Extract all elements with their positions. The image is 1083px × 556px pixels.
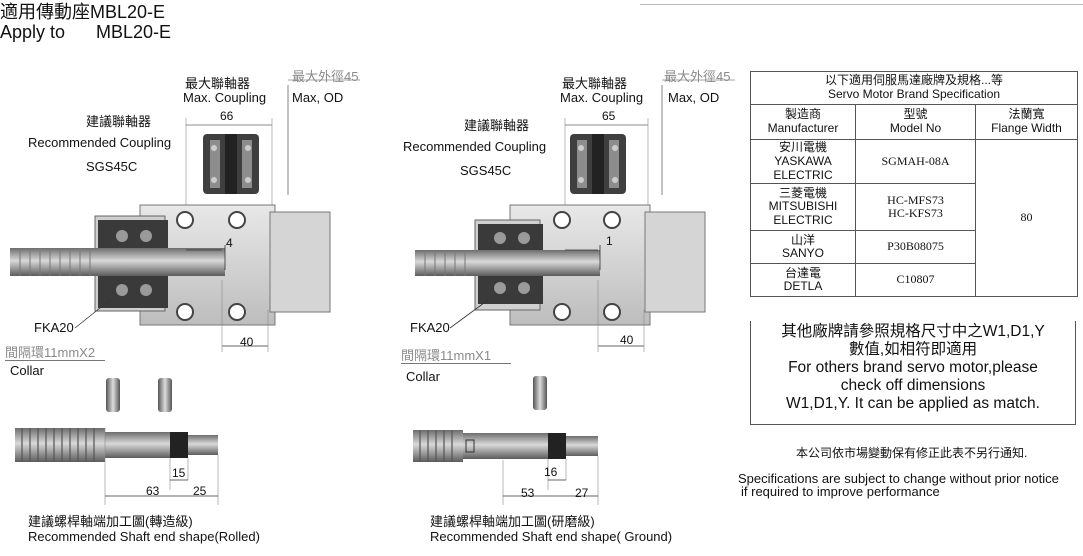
- left-collar-ring-1: [106, 378, 120, 412]
- left-dim-motor: 40: [240, 335, 254, 349]
- note-en-line2: check off dimensions: [840, 377, 986, 394]
- left-collar-underline: [5, 360, 105, 361]
- left-shaft-dim-a: 15: [172, 466, 186, 480]
- right-dim-coupling: 65: [602, 109, 616, 123]
- spec-note-box: 其他廠牌請參照規格尺寸中之W1,D1,Y 數值,如相符即適用 For other…: [750, 321, 1076, 425]
- left-max-coupling-zh: 最大聯軸器: [185, 76, 251, 91]
- right-collar-en: Collar: [406, 369, 440, 384]
- right-max-coupling-zh: 最大聯軸器: [562, 76, 628, 91]
- header-manufacturer-zh: 製造商: [784, 107, 821, 122]
- model-no: SGMAH-08A: [881, 153, 950, 168]
- flange-width-value: 80: [1020, 210, 1033, 225]
- right-max-coupling-en: Max. Coupling: [560, 90, 644, 105]
- note-zh-line2: 數值,如相符即適用: [848, 341, 978, 358]
- header-manufacturer-en: Manufacturer: [767, 121, 839, 135]
- maker-zh: 山洋: [790, 232, 815, 247]
- right-nut-label: FKA20: [410, 320, 450, 335]
- right-collar-underline: [401, 363, 511, 364]
- left-dim-gap: 4: [226, 236, 233, 250]
- left-shaft-dim-c: 25: [193, 484, 207, 498]
- left-recommended-en: Recommended Coupling: [28, 135, 172, 150]
- left-max-od-zh: 最大外徑45: [292, 69, 359, 84]
- right-assembly-drawing: [415, 79, 735, 352]
- left-recommended-zh: 建議聯軸器: [86, 114, 152, 129]
- servo-spec-table: 以下適用伺服馬達廠牌及規格...等 Servo Motor Brand Spec…: [750, 71, 1078, 298]
- right-shaft-caption-en: Recommended Shaft end shape( Ground): [430, 529, 673, 544]
- maker-zh: 台達電: [784, 265, 821, 280]
- maker-en-2: ELECTRIC: [773, 167, 833, 182]
- header-model-zh: 型號: [903, 107, 928, 122]
- page-title-zh: 適用傳動座MBL20-E: [0, 2, 166, 22]
- left-shaft-dim-b: 63: [146, 484, 160, 498]
- maker-en-2: ELECTRIC: [773, 213, 833, 228]
- maker-en: DETLA: [783, 279, 823, 294]
- maker-zh: 安川電機: [778, 140, 827, 154]
- note-en-line1: For others brand servo motor,please: [788, 359, 1038, 376]
- notice-zh: 本公司依市場變動保有修正此表不另行通知.: [796, 446, 1028, 460]
- left-nut-label: FKA20: [34, 320, 74, 335]
- left-collar-en: Collar: [10, 363, 44, 378]
- left-coupling-model: SGS45C: [86, 159, 138, 174]
- note-zh-line1: 其他廠牌請參照規格尺寸中之W1,D1,Y: [781, 323, 1045, 340]
- right-collar-ring-1: [533, 376, 547, 410]
- header-flange-en: Flange Width: [991, 121, 1062, 135]
- maker-en: MITSUBISHI: [768, 199, 838, 214]
- right-shaft-caption-zh: 建議螺桿軸端加工圖(研磨級): [430, 514, 595, 529]
- right-max-od-zh: 最大外徑45: [664, 69, 731, 84]
- header-model-en: Model No: [889, 121, 942, 135]
- right-shaft-end-drawing: [413, 430, 599, 505]
- right-recommended-en: Recommended Coupling: [403, 139, 547, 154]
- spec-title-zh: 以下適用伺服馬達廠牌及規格...等: [824, 73, 1003, 88]
- spec-title-en: Servo Motor Brand Specification: [827, 87, 1001, 101]
- left-shaft-end-drawing: [15, 428, 219, 505]
- notice-en-line2: if required to improve performance: [741, 484, 940, 499]
- right-shaft-dim-a: 16: [544, 465, 558, 479]
- right-collar-zh: 間隔環11mmX1: [401, 348, 492, 363]
- right-dim-gap: 1: [606, 234, 613, 248]
- right-max-od-en: Max, OD: [668, 90, 720, 105]
- model-no: P30B08075: [887, 239, 944, 254]
- right-recommended-zh: 建議聯軸器: [464, 118, 530, 133]
- left-shaft-caption-en: Recommended Shaft end shape(Rolled): [28, 529, 260, 544]
- page-title-en-model: MBL20-E: [96, 22, 172, 42]
- right-dim-motor: 40: [620, 333, 634, 347]
- maker-zh: 三菱電機: [778, 185, 827, 200]
- left-collar-ring-2: [158, 378, 172, 412]
- left-max-od-en: Max, OD: [292, 90, 344, 105]
- right-coupling-model: SGS45C: [460, 163, 512, 178]
- model-no-2: HC-KFS73: [888, 206, 943, 221]
- page-title-en-prefix: Apply to: [0, 22, 66, 42]
- coupling-image: [203, 134, 259, 194]
- note-en-line3: W1,D1,Y. It can be applied as match.: [786, 395, 1040, 412]
- right-shaft-dim-c: 27: [575, 486, 589, 500]
- header-divider: [640, 4, 1083, 5]
- left-shaft-caption-zh: 建議螺桿軸端加工圖(轉造級): [28, 514, 193, 529]
- coupling-image: [570, 134, 626, 194]
- header-flange-zh: 法蘭寬: [1008, 107, 1045, 122]
- model-no: C10807: [896, 272, 935, 287]
- left-assembly-drawing: [10, 79, 360, 352]
- left-dim-coupling: 66: [220, 109, 234, 123]
- notice-en-line1: Specifications are subject to change wit…: [738, 471, 1059, 486]
- left-max-coupling-en: Max. Coupling: [183, 90, 267, 105]
- maker-en: SANYO: [781, 246, 824, 261]
- right-shaft-dim-b: 53: [521, 486, 535, 500]
- model-no: HC-MFS73: [887, 192, 944, 207]
- left-collar-zh: 間隔環11mmX2: [5, 345, 96, 360]
- maker-en: YASKAWA: [774, 153, 832, 168]
- spec-title-row: 以下適用伺服馬達廠牌及規格...等 Servo Motor Brand Spec…: [750, 71, 1078, 105]
